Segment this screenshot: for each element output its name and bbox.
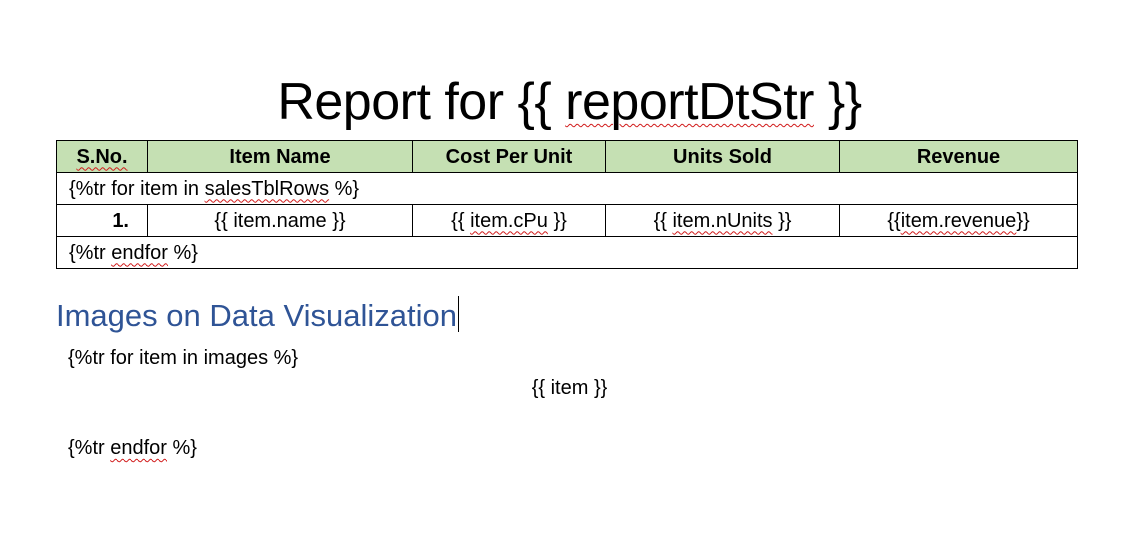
loop-start-prefix: {%tr for item in (69, 177, 205, 200)
loop-end-suffix: %} (167, 241, 198, 264)
cell-revenue: {{item.revenue}} (839, 204, 1078, 237)
title-variable: reportDtStr (565, 73, 814, 131)
name-prefix: {{ (214, 209, 234, 232)
header-units-sold: Units Sold (605, 140, 840, 173)
report-title: Report for {{ reportDtStr }} (0, 66, 1139, 138)
images-loop-end-prefix: {%tr (68, 437, 111, 459)
text-cursor (457, 296, 459, 332)
images-heading-text: Images on Data Visualization (56, 298, 457, 333)
loop-end-variable: endfor (111, 241, 168, 264)
header-cost-per-unit: Cost Per Unit (412, 140, 606, 173)
cell-units-sold: {{ item.nUnits }} (605, 204, 840, 237)
cpu-prefix: {{ (451, 209, 471, 232)
table-header-row: S.No. Item Name Cost Per Unit Units Sold… (56, 140, 1078, 173)
sales-table: S.No. Item Name Cost Per Unit Units Sold… (56, 140, 1078, 269)
loop-start-cell: {%tr for item in salesTblRows %} (56, 172, 1078, 205)
header-sno-label: S.No. (76, 145, 128, 168)
images-item-placeholder: {{ item }} (531, 377, 608, 399)
header-item-name: Item Name (147, 140, 413, 173)
cell-sno: 1. (56, 204, 148, 237)
name-suffix: }} (326, 209, 346, 232)
header-revenue: Revenue (839, 140, 1078, 173)
revenue-suffix: }} (1016, 209, 1030, 232)
images-loop-start: {%tr for item in images %} (68, 347, 299, 369)
loop-start-suffix: %} (329, 177, 360, 200)
loop-end-prefix: {%tr (69, 241, 112, 264)
table-row: 1. {{ item.name }} {{ item.cPu }} {{ ite… (56, 204, 1078, 237)
cpu-suffix: }} (547, 209, 567, 232)
cpu-variable: item.cPu (470, 209, 548, 232)
images-loop-end-suffix: %} (166, 437, 197, 459)
cell-item-name: {{ item.name }} (147, 204, 413, 237)
images-loop-end: {%tr endfor %} (68, 434, 197, 462)
title-prefix: Report for {{ (277, 73, 566, 131)
loop-start-variable: salesTblRows (204, 177, 330, 200)
title-suffix: }} (813, 73, 862, 131)
units-prefix: {{ (653, 209, 673, 232)
images-loop-end-variable: endfor (110, 437, 167, 459)
name-variable: item.name (233, 209, 327, 232)
units-variable: item.nUnits (672, 209, 773, 232)
loop-end-cell: {%tr endfor %} (56, 236, 1078, 269)
loop-start-row: {%tr for item in salesTblRows %} (56, 172, 1078, 205)
loop-end-row: {%tr endfor %} (56, 236, 1078, 269)
revenue-prefix: {{ (887, 209, 901, 232)
revenue-variable: item.revenue (900, 209, 1017, 232)
header-sno: S.No. (56, 140, 148, 173)
images-section-heading[interactable]: Images on Data Visualization (56, 296, 459, 336)
cell-cost-per-unit: {{ item.cPu }} (412, 204, 606, 237)
units-suffix: }} (772, 209, 792, 232)
